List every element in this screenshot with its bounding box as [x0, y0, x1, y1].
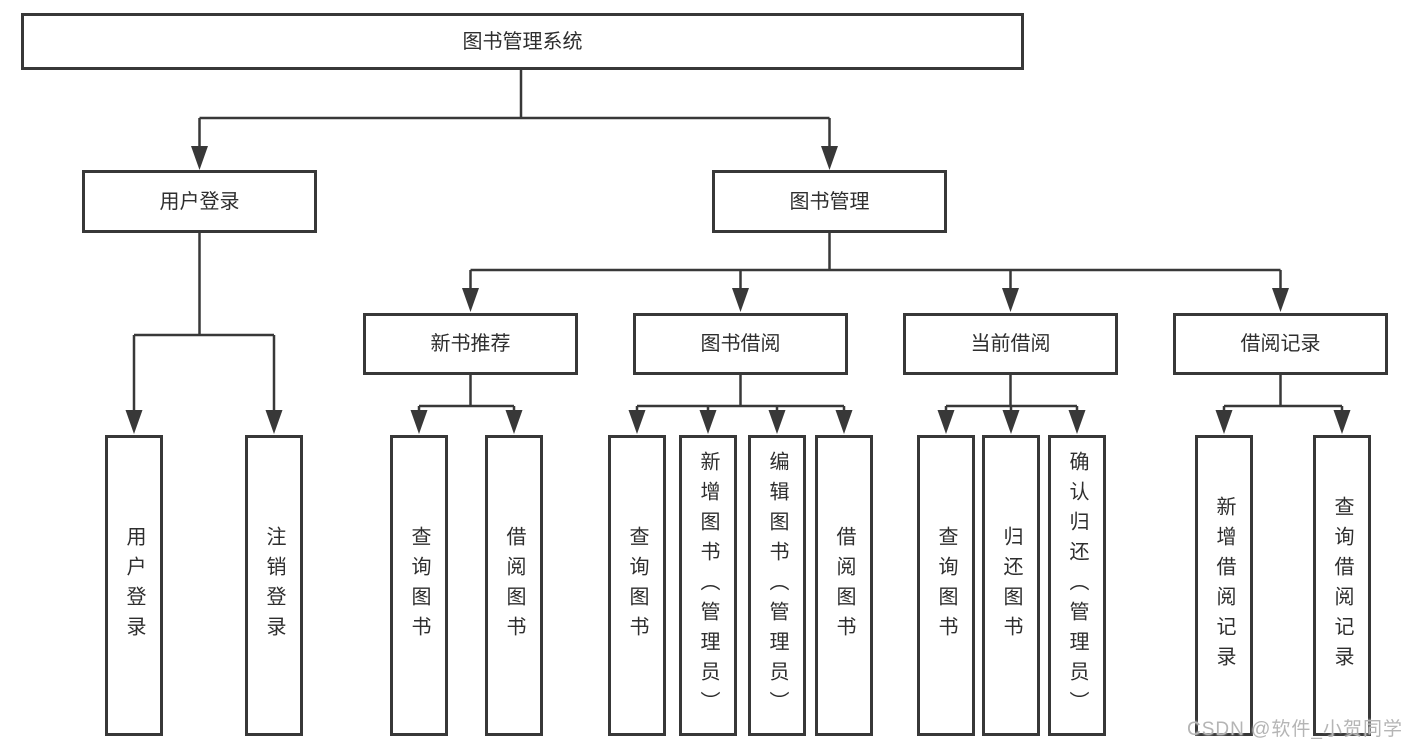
node-leaf-return-book-label: 归还图书	[1000, 525, 1022, 646]
node-leaf-user-login-label: 用户登录	[123, 525, 145, 646]
node-new-book-recommend-label: 新书推荐	[430, 333, 511, 355]
node-borrow-records-label: 借阅记录	[1240, 333, 1321, 355]
node-leaf-query-books-borrow: 查询图书	[608, 435, 666, 736]
node-leaf-logout-label: 注销登录	[263, 525, 285, 646]
node-leaf-query-borrow-record-label: 查询借阅记录	[1331, 495, 1353, 676]
node-user-login: 用户登录	[82, 170, 317, 233]
node-leaf-query-books-recommend: 查询图书	[390, 435, 448, 736]
node-leaf-borrow-books-recommend-label: 借阅图书	[503, 525, 525, 646]
node-leaf-edit-book-admin-label: 编辑图书（管理员）	[766, 450, 788, 721]
node-leaf-add-borrow-record: 新增借阅记录	[1195, 435, 1253, 736]
node-leaf-borrow-books-recommend: 借阅图书	[485, 435, 543, 736]
node-book-management-label: 图书管理	[789, 190, 870, 213]
node-leaf-borrow-books-label: 借阅图书	[833, 525, 855, 646]
node-leaf-query-books-borrow-label: 查询图书	[626, 525, 648, 646]
node-leaf-logout: 注销登录	[245, 435, 303, 736]
node-leaf-confirm-return-admin: 确认归还（管理员）	[1048, 435, 1106, 736]
node-leaf-edit-book-admin: 编辑图书（管理员）	[748, 435, 806, 736]
node-leaf-user-login: 用户登录	[105, 435, 163, 736]
node-leaf-add-book-admin: 新增图书（管理员）	[679, 435, 737, 736]
node-leaf-add-borrow-record-label: 新增借阅记录	[1213, 495, 1235, 676]
node-current-borrow-label: 当前借阅	[970, 333, 1051, 355]
node-user-login-label: 用户登录	[159, 190, 240, 213]
node-leaf-query-books-current: 查询图书	[917, 435, 975, 736]
node-current-borrow: 当前借阅	[903, 313, 1118, 375]
node-book-borrow: 图书借阅	[633, 313, 848, 375]
watermark-text: CSDN @软件_小贺同学	[1187, 719, 1403, 740]
node-book-borrow-label: 图书借阅	[700, 333, 781, 355]
node-borrow-records: 借阅记录	[1173, 313, 1388, 375]
node-leaf-query-books-current-label: 查询图书	[935, 525, 957, 646]
node-leaf-query-books-recommend-label: 查询图书	[408, 525, 430, 646]
node-leaf-confirm-return-admin-label: 确认归还（管理员）	[1066, 450, 1088, 721]
node-new-book-recommend: 新书推荐	[363, 313, 578, 375]
node-leaf-borrow-books: 借阅图书	[815, 435, 873, 736]
node-library-system-label: 图书管理系统	[462, 30, 583, 53]
node-leaf-add-book-admin-label: 新增图书（管理员）	[697, 450, 719, 721]
node-library-system: 图书管理系统	[21, 13, 1024, 70]
node-leaf-query-borrow-record: 查询借阅记录	[1313, 435, 1371, 736]
node-book-management: 图书管理	[712, 170, 947, 233]
node-leaf-return-book: 归还图书	[982, 435, 1040, 736]
